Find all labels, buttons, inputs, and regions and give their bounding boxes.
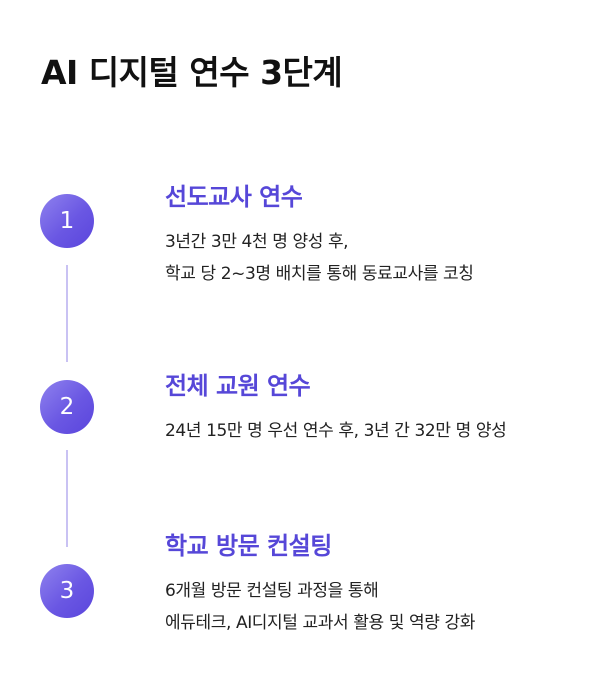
timeline-connector xyxy=(66,450,68,547)
step-item: 전체 교원 연수 24년 15만 명 우선 연수 후, 3년 간 32만 명 양… xyxy=(165,366,595,447)
step-description-line: 6개월 방문 컨설팅 과정을 통해 xyxy=(165,581,379,601)
step-description-line: 학교 당 2~3명 배치를 통해 동료교사를 코칭 xyxy=(165,264,474,284)
step-heading: 선도교사 연수 xyxy=(165,183,303,211)
step-number-badge: 3 xyxy=(40,564,94,618)
step-heading: 학교 방문 컨설팅 xyxy=(165,532,332,560)
step-description-line: 3년간 3만 4천 명 양성 후, xyxy=(165,232,349,252)
step-item: 학교 방문 컨설팅 6개월 방문 컨설팅 과정을 통해 에듀테크, AI디지털 … xyxy=(165,526,595,639)
step-heading: 전체 교원 연수 xyxy=(165,372,311,400)
step-number-badge: 1 xyxy=(40,194,94,248)
step-number-badge: 2 xyxy=(40,380,94,434)
step-item: 선도교사 연수 3년간 3만 4천 명 양성 후, 학교 당 2~3명 배치를 … xyxy=(165,177,595,290)
step-description-line: 24년 15만 명 우선 연수 후, 3년 간 32만 명 양성 xyxy=(165,421,507,441)
step-description-line: 에듀테크, AI디지털 교과서 활용 및 역량 강화 xyxy=(165,613,475,633)
page-title: AI 디지털 연수 3단계 xyxy=(41,53,343,92)
timeline-connector xyxy=(66,265,68,362)
